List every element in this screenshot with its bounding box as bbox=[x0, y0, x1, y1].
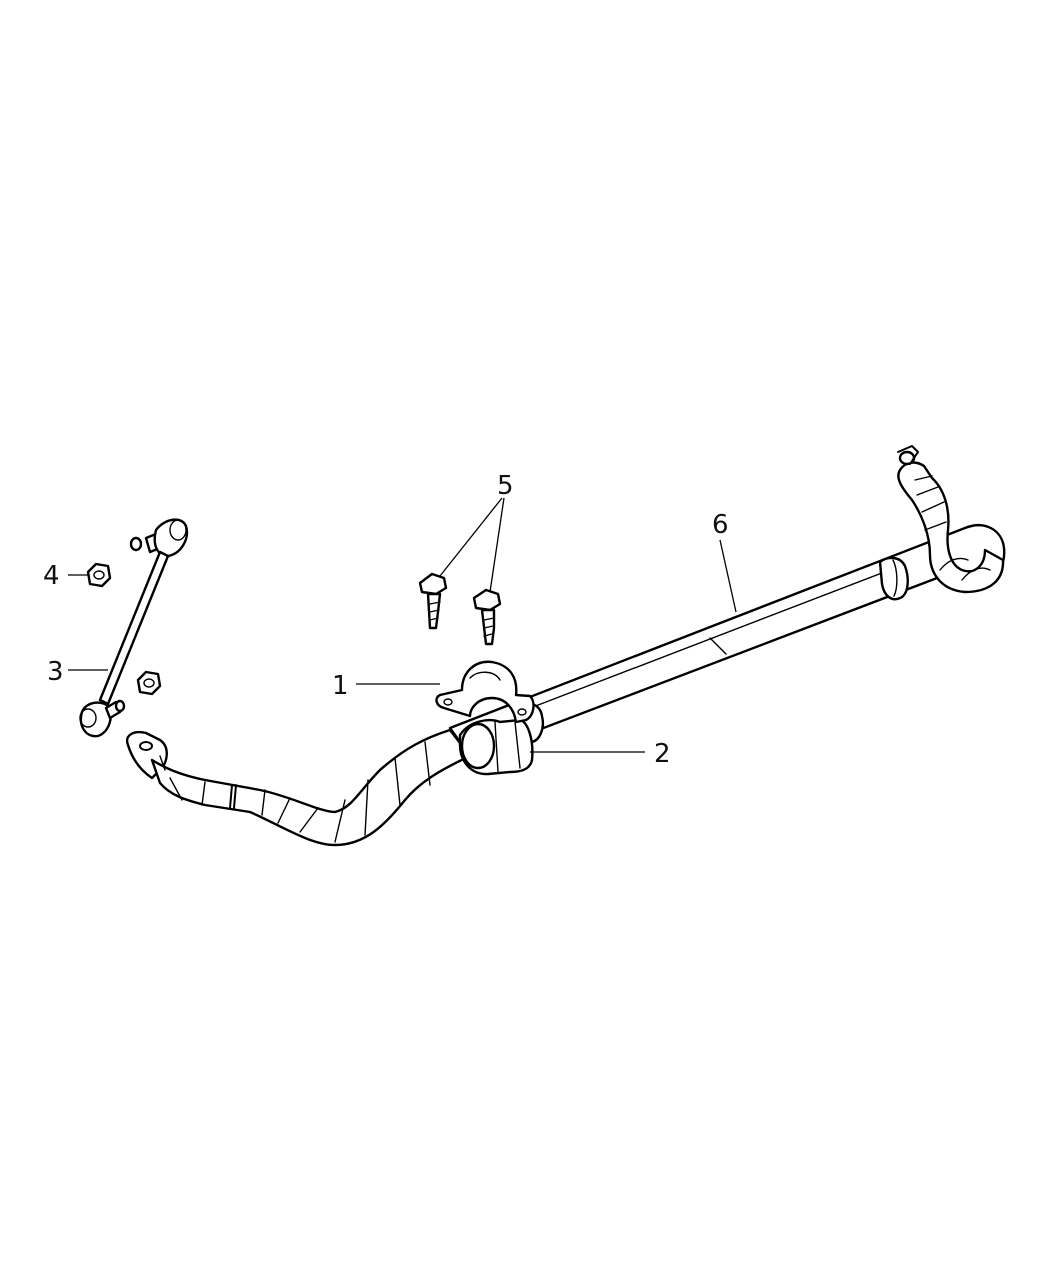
callout-3: 3 bbox=[47, 657, 64, 687]
callout-4: 4 bbox=[43, 561, 60, 591]
bushing-retainer bbox=[435, 660, 535, 724]
leader-5a bbox=[439, 497, 503, 577]
callout-2: 2 bbox=[654, 739, 671, 769]
leader-lines bbox=[68, 497, 737, 753]
leader-6 bbox=[719, 539, 737, 613]
link-nut-lower bbox=[136, 670, 162, 696]
callout-1: 1 bbox=[332, 671, 349, 701]
bolt-left bbox=[418, 572, 448, 630]
stabilizer-link bbox=[79, 518, 189, 738]
callout-6: 6 bbox=[712, 510, 729, 540]
bar-right-arm bbox=[897, 445, 1005, 594]
bar-straight-section bbox=[448, 524, 1006, 758]
link-nut-upper bbox=[86, 562, 112, 588]
bolt-right bbox=[472, 588, 502, 646]
bar-bushing bbox=[458, 718, 534, 776]
callout-5: 5 bbox=[497, 471, 514, 501]
bar-left-arm bbox=[150, 728, 472, 847]
stabilizer-bar bbox=[125, 445, 1006, 847]
leader-5b bbox=[489, 497, 505, 593]
